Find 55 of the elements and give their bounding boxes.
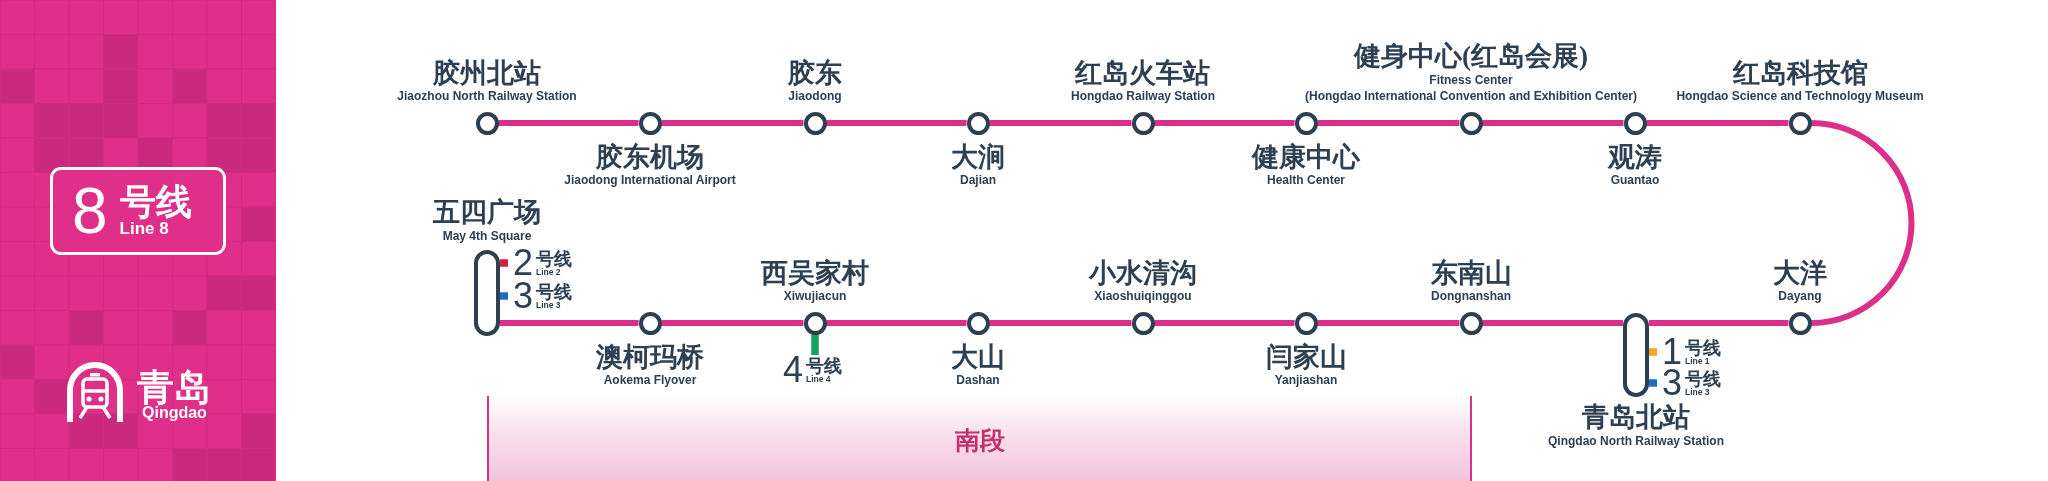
station-name: 观涛	[1608, 142, 1662, 173]
station-name: 胶东机场	[596, 142, 704, 173]
route-line	[1317, 320, 1460, 326]
station-name-en: Hongdao Railway Station	[1071, 88, 1215, 105]
route-line	[661, 120, 804, 126]
route-line	[1317, 120, 1460, 126]
route-line	[1154, 320, 1295, 326]
station-name-en: Jiaozhou North Railway Station	[397, 88, 577, 105]
station-name: 胶州北站	[433, 58, 541, 89]
route-line	[1482, 120, 1624, 126]
station-name-en: Xiaoshuiqinggou	[1094, 288, 1192, 305]
station-name: 大山	[951, 342, 1005, 373]
station-name-en: Qingdao North Railway Station	[1548, 432, 1724, 449]
station-name: 红岛火车站	[1075, 58, 1211, 89]
section-band	[487, 396, 1472, 481]
station-name-en: Fitness Center (Hongdao International Convention and Exhibition Center)	[1305, 72, 1637, 105]
station-name-en: Dayang	[1778, 288, 1822, 305]
station-name-en: Health Center	[1267, 172, 1345, 189]
station-name: 闫家山	[1265, 342, 1347, 373]
station-name: 西吴家村	[761, 258, 869, 289]
route-line	[989, 120, 1132, 126]
route-line	[826, 320, 967, 326]
station-name: 东南山	[1430, 258, 1512, 289]
station-name: 胶东	[788, 58, 842, 89]
station-name: 五四广场	[433, 198, 541, 228]
station-name-en: May 4th Square	[442, 227, 532, 244]
station-name-en: Jiaodong	[788, 88, 842, 105]
station-name-en: Guantao	[1610, 172, 1660, 189]
station-name: 澳柯玛桥	[596, 342, 704, 373]
section-label: 南段	[954, 426, 1005, 456]
station-name: 小水清沟	[1089, 258, 1197, 289]
station-name-en: Aokema Flyover	[603, 372, 697, 389]
station-name: 红岛科技馆	[1732, 58, 1868, 89]
station-name: 健康中心	[1252, 142, 1360, 173]
route-line	[661, 320, 804, 326]
station-name-en: Dongnanshan	[1431, 288, 1511, 305]
station-name-en: Xiwujiacun	[783, 288, 847, 305]
route-line	[1649, 320, 1789, 326]
route-line	[989, 320, 1132, 326]
route-line	[1646, 120, 1789, 126]
station-name: 大涧	[951, 142, 1005, 173]
route-line	[500, 320, 639, 326]
route-line	[1154, 120, 1295, 126]
station-name-en: Yanjiashan	[1274, 372, 1338, 389]
route-line	[1482, 320, 1623, 326]
station-name: 青岛北站	[1582, 403, 1690, 433]
route-line	[498, 120, 639, 126]
route-line	[826, 120, 967, 126]
station-name: 健身中心(红岛会展)	[1354, 42, 1588, 73]
station-name-en: Dashan	[956, 372, 1000, 389]
route-line	[1811, 120, 1915, 326]
station-name-en: Jiaodong International Airport	[564, 172, 736, 189]
station-name-en: Dajian	[960, 172, 996, 189]
station-name-en: Hongdao Science and Technology Museum	[1676, 88, 1924, 105]
station-name: 大洋	[1773, 258, 1827, 289]
